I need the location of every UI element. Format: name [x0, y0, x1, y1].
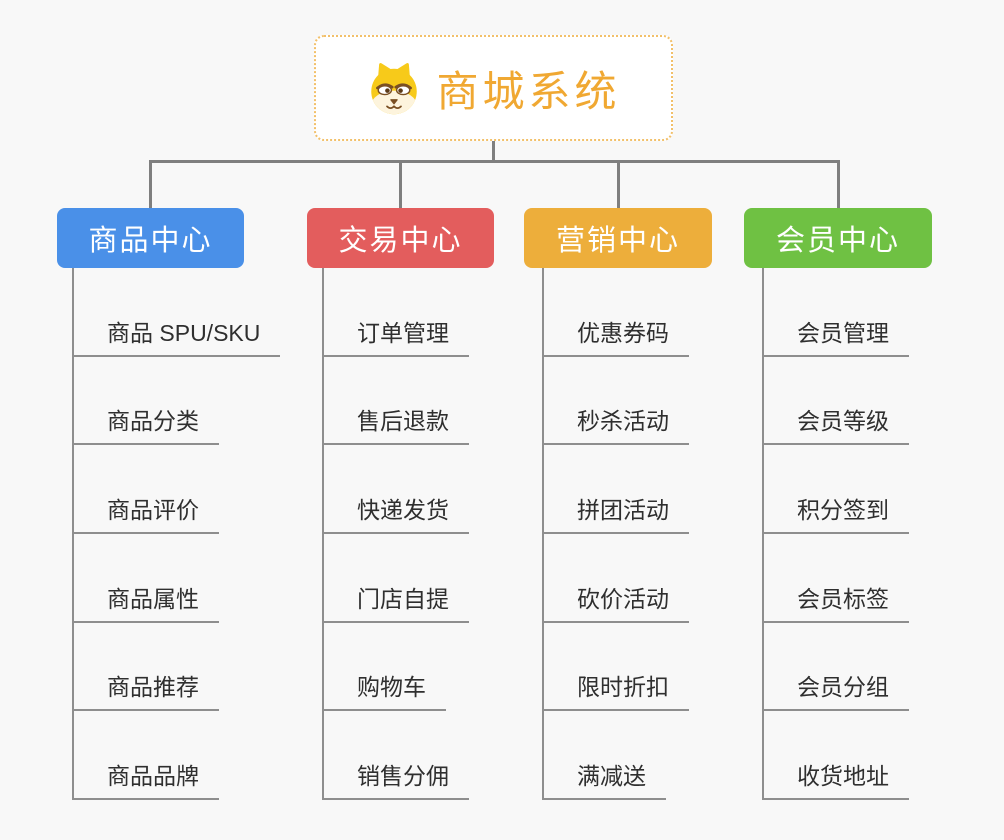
branch-item-label: 门店自提: [324, 580, 469, 623]
root-title: 商城系统: [436, 67, 621, 115]
branch-item[interactable]: 销售分佣: [324, 711, 469, 801]
branch-box-trade-center[interactable]: 交易中心: [307, 208, 494, 268]
branch-item-label: 会员分组: [764, 668, 909, 712]
branch-item[interactable]: 积分签到: [764, 445, 909, 535]
branch-item[interactable]: 商品评价: [74, 445, 280, 535]
branch-item-label: 会员标签: [764, 580, 909, 623]
branch-item[interactable]: 优惠券码: [544, 268, 689, 357]
branch-item-label: 销售分佣: [324, 757, 469, 801]
branch-item-label: 满减送: [544, 757, 666, 801]
branch-item[interactable]: 秒杀活动: [544, 357, 689, 446]
connector-root-stem: [492, 141, 495, 162]
branch-item-label: 商品评价: [74, 491, 219, 535]
branch-item-label: 积分签到: [764, 491, 909, 535]
root-node[interactable]: 商城系统: [314, 35, 673, 141]
branch-items-trade-center: 订单管理 售后退款 快递发货 门店自提 购物车 销售分佣: [322, 268, 469, 801]
branch-item[interactable]: 购物车: [324, 623, 469, 712]
branch-item[interactable]: 会员管理: [764, 268, 909, 357]
branch-item[interactable]: 售后退款: [324, 357, 469, 446]
branch-box-product-center[interactable]: 商品中心: [57, 208, 244, 268]
branch-item-label: 商品 SPU/SKU: [74, 314, 281, 357]
branch-item-label: 收货地址: [764, 757, 909, 801]
branch-item-label: 商品属性: [74, 580, 219, 623]
branch-item[interactable]: 订单管理: [324, 268, 469, 357]
branch-item-label: 商品品牌: [74, 757, 219, 801]
branch-item-label: 快递发货: [324, 491, 469, 535]
branch-item[interactable]: 砍价活动: [544, 534, 689, 623]
branch-label: 交易中心: [338, 225, 463, 257]
branch-item[interactable]: 限时折扣: [544, 623, 689, 712]
branch-item-label: 商品推荐: [74, 668, 219, 712]
connector-drop: [837, 160, 840, 208]
connector-drop: [617, 160, 620, 208]
branch-label: 营销中心: [555, 225, 680, 257]
branch-item[interactable]: 收货地址: [764, 711, 909, 801]
branch-box-member-center[interactable]: 会员中心: [744, 208, 932, 268]
branch-item[interactable]: 会员标签: [764, 534, 909, 623]
branch-item-label: 商品分类: [74, 402, 219, 446]
connector-drop: [149, 160, 152, 208]
branch-item[interactable]: 商品分类: [74, 357, 280, 446]
branch-item-label: 购物车: [324, 668, 446, 712]
branch-item[interactable]: 满减送: [544, 711, 689, 801]
branch-item-label: 限时折扣: [544, 668, 689, 712]
dog-face-icon: [371, 63, 418, 115]
branch-item-label: 优惠券码: [544, 314, 689, 357]
connector-drop: [399, 160, 402, 208]
branch-item[interactable]: 门店自提: [324, 534, 469, 623]
branch-item[interactable]: 商品推荐: [74, 623, 280, 712]
branch-item[interactable]: 会员分组: [764, 623, 909, 712]
branch-box-marketing-center[interactable]: 营销中心: [524, 208, 712, 268]
branch-label: 商品中心: [88, 225, 213, 257]
branch-item-label: 砍价活动: [544, 580, 689, 623]
branch-items-member-center: 会员管理 会员等级 积分签到 会员标签 会员分组 收货地址: [762, 268, 909, 801]
branch-item-label: 订单管理: [324, 314, 469, 357]
branch-item-label: 会员管理: [764, 314, 909, 357]
branch-item-label: 拼团活动: [544, 491, 689, 535]
branch-label: 会员中心: [775, 225, 900, 257]
branch-item[interactable]: 快递发货: [324, 445, 469, 535]
branch-item[interactable]: 拼团活动: [544, 445, 689, 535]
connector-rail: [149, 160, 839, 163]
branch-item-label: 会员等级: [764, 402, 909, 446]
branch-item[interactable]: 商品 SPU/SKU: [74, 268, 281, 357]
branch-items-marketing-center: 优惠券码 秒杀活动 拼团活动 砍价活动 限时折扣 满减送: [542, 268, 689, 801]
branch-items-product-center: 商品 SPU/SKU 商品分类 商品评价 商品属性 商品推荐 商品品牌: [72, 268, 281, 801]
branch-item[interactable]: 商品属性: [74, 534, 280, 623]
branch-item-label: 秒杀活动: [544, 402, 689, 446]
branch-item[interactable]: 商品品牌: [74, 711, 280, 801]
branch-item-label: 售后退款: [324, 402, 469, 446]
branch-item[interactable]: 会员等级: [764, 357, 909, 446]
